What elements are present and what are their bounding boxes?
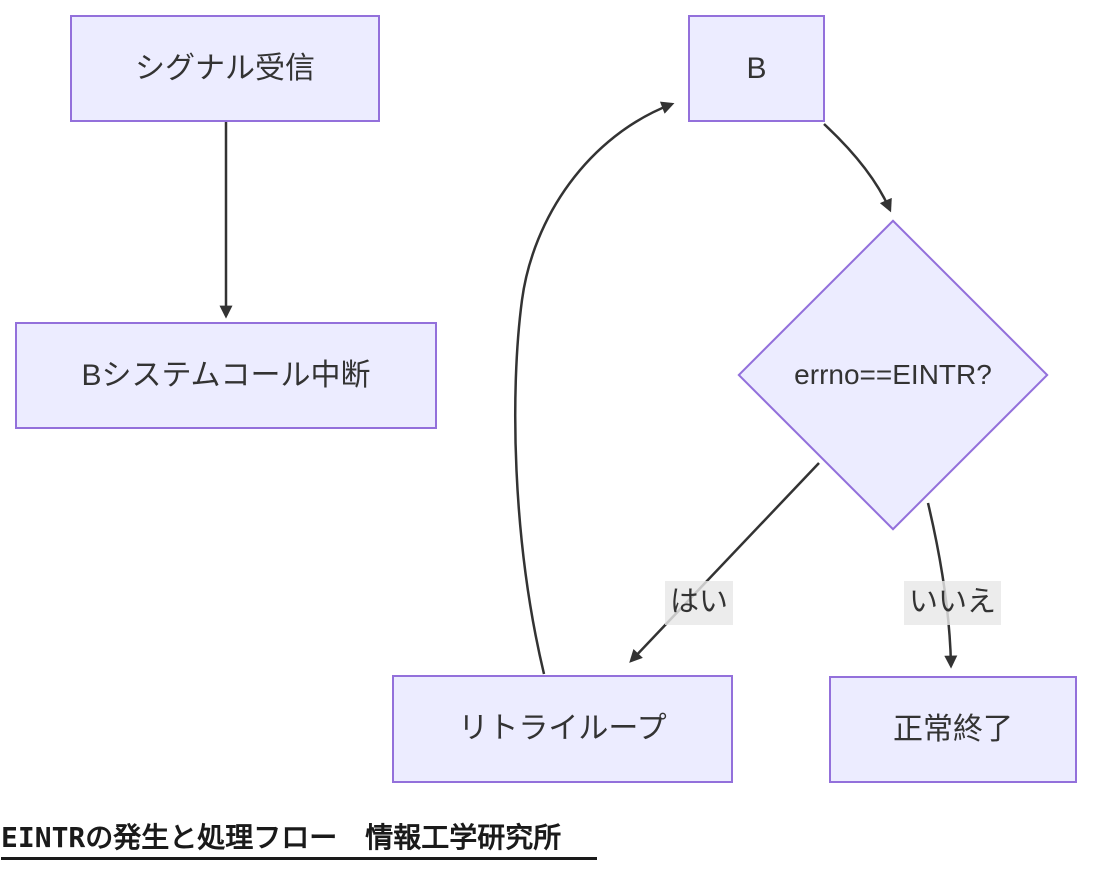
node-signal-received: シグナル受信 xyxy=(70,15,380,122)
edge-b-to-decision xyxy=(823,123,892,213)
diagram-caption: EINTRの発生と処理フロー 情報工学研究所 xyxy=(1,820,598,860)
node-normal-exit: 正常終了 xyxy=(829,676,1077,783)
node-retry-loop: リトライループ xyxy=(392,675,733,783)
node-b: B xyxy=(688,15,825,122)
node-syscall-interrupted: Bシステムコール中断 xyxy=(15,322,437,429)
edge-decision-to-retry xyxy=(629,462,820,663)
node-decision-label: errno==EINTR? xyxy=(794,359,992,390)
edge-label-no: いいえ xyxy=(904,581,1002,625)
edge-retry-to-b xyxy=(513,101,675,675)
edge-label-yes: はい xyxy=(665,581,734,625)
